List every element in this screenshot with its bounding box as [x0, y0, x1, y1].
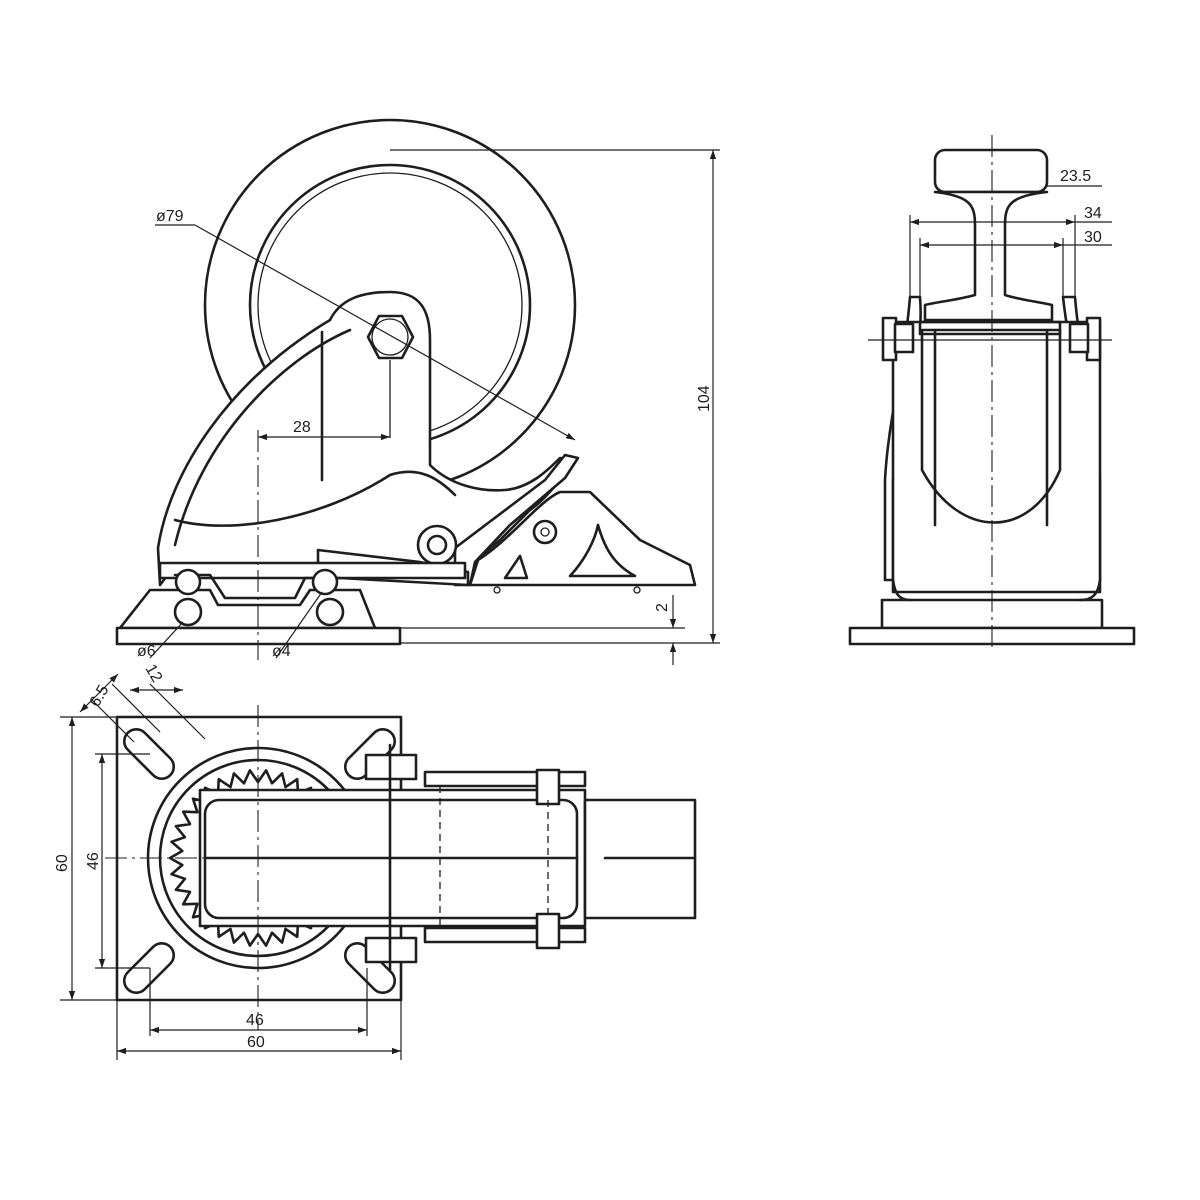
plate-height-label: 60	[54, 854, 71, 872]
tire-web	[923, 190, 1054, 322]
offset-28-label: 28	[293, 419, 311, 436]
fork-curve	[173, 470, 457, 527]
hole-pitch-h-label: 46	[246, 1012, 264, 1029]
brake-pin-upper	[535, 768, 561, 806]
pedal-slot-right	[568, 523, 637, 578]
slot-length-label: 12	[142, 662, 166, 686]
slot-width-line	[79, 673, 119, 713]
side-view-dimensions: ø79 28 104 2 ø6 ø4	[137, 149, 720, 665]
front-swivel-neck	[891, 578, 1102, 602]
height-104-label: 104	[696, 385, 713, 412]
fork-inner-label: 30	[1084, 229, 1102, 246]
front-view	[848, 135, 1136, 652]
slot-length-ext-2	[149, 683, 206, 740]
bottom-foot-right	[633, 586, 641, 594]
brake-pin-lower	[535, 912, 561, 950]
ball-large-label: ø4	[272, 643, 291, 660]
bearing-ball-lower-left	[173, 597, 203, 627]
bottom-foot-left	[493, 586, 501, 594]
tread-cap	[933, 148, 1049, 194]
tread-width-label: 23.5	[1060, 168, 1091, 185]
mount-slot-bottom-left	[122, 941, 176, 995]
pedal-pivot	[532, 519, 558, 545]
front-wheel-body	[920, 328, 1062, 524]
fork-outer-label: 34	[1084, 205, 1102, 222]
brake-bar-lower	[423, 926, 587, 944]
race-inner-groove	[173, 573, 342, 600]
brake-pedal	[468, 490, 697, 587]
diameter-label: ø79	[156, 208, 184, 225]
bearing-ball-lower-right	[315, 597, 345, 627]
plate-width-label: 60	[247, 1034, 265, 1051]
top-view	[105, 705, 697, 1030]
front-view-dimensions: 23.5 34 30	[909, 168, 1112, 298]
axle-nut-chamfer	[371, 318, 409, 356]
swivel-top-plate	[158, 561, 467, 580]
ball-small-leader	[149, 621, 184, 659]
side-view	[115, 118, 697, 660]
pedal-pivot-center	[540, 527, 550, 537]
axle-bolt-left-shank	[893, 322, 915, 354]
brake-bar-upper	[423, 770, 587, 788]
slot-length-ext-1	[111, 683, 161, 733]
front-wheel-tread-top	[918, 320, 1062, 336]
lever-pivot-inner	[426, 534, 448, 556]
hole-pitch-v-label: 46	[85, 852, 102, 870]
axle-nut	[366, 314, 415, 360]
gap-2-label: 2	[654, 603, 671, 612]
slot-width-label: 6.5	[87, 682, 113, 710]
bearing-ball-upper-left	[174, 568, 202, 596]
ball-large-leader	[275, 591, 323, 659]
axle-bolt-right-shank	[1068, 322, 1090, 354]
ball-small-label: ø6	[137, 643, 156, 660]
diameter-line	[194, 224, 576, 441]
bearing-ball-upper-right	[311, 568, 339, 596]
pedal-slot-left	[503, 554, 529, 580]
mount-slot-top-left	[122, 727, 176, 781]
